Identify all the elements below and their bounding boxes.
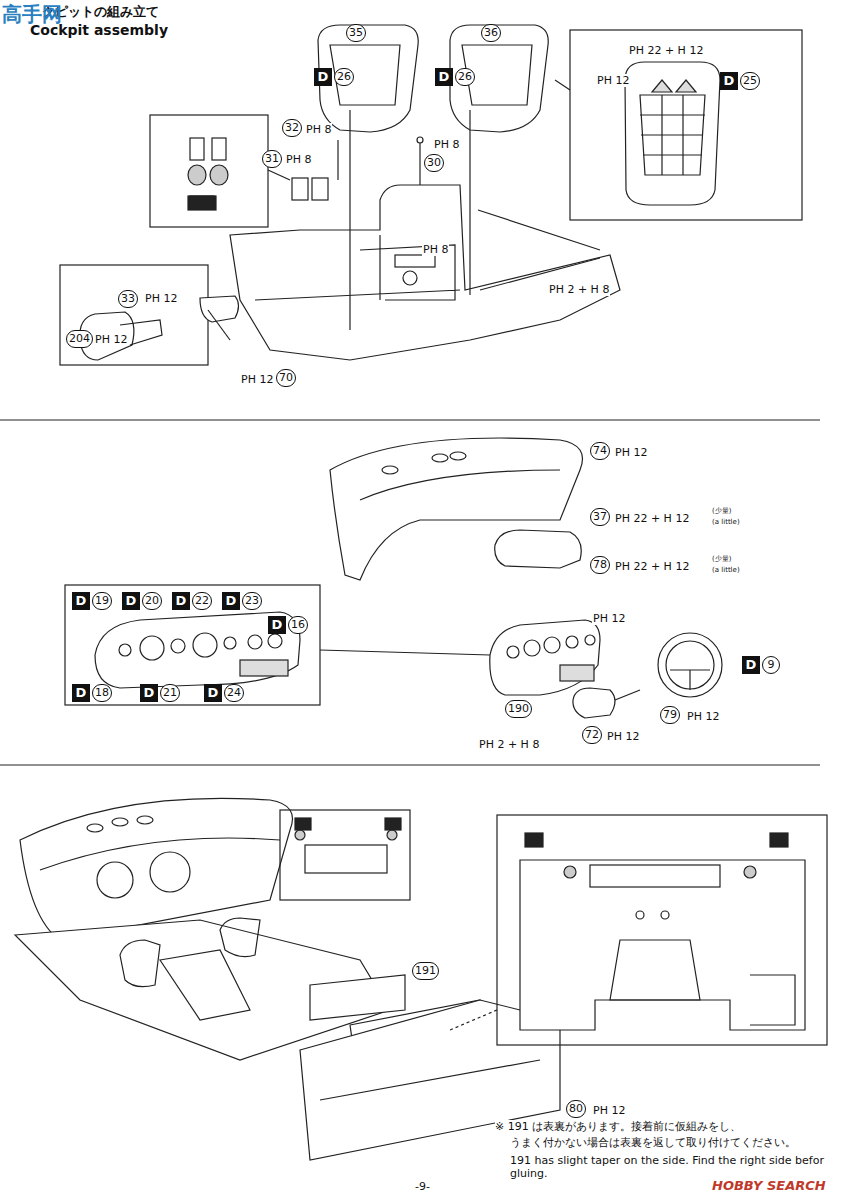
callout-number: 36 — [481, 24, 501, 42]
decal-mark: D — [720, 72, 738, 90]
callout-number: 24 — [224, 684, 244, 702]
paint-code: PH 12 — [240, 373, 274, 386]
paint-code: PH 2 + H 8 — [548, 283, 610, 296]
decal-mark: D — [140, 684, 158, 702]
callout-number: 21 — [160, 684, 180, 702]
note-text: ※ 191 は表裏があります。接着前に仮組みをし、 — [495, 1120, 815, 1133]
paint-code: PH 22 + H 12 — [614, 512, 690, 525]
callout-number: 23 — [242, 592, 262, 610]
watermark: HOBBY SEARCH — [712, 1178, 826, 1194]
paint-code: PH 2 + H 8 — [478, 738, 540, 751]
callout-number: 32 — [282, 119, 302, 137]
paint-code: PH 8 — [433, 138, 460, 151]
section-title: Cockpit assembly — [30, 22, 168, 39]
decal-mark: D — [204, 684, 222, 702]
decal-mark: D — [742, 656, 760, 674]
decal-mark: D — [268, 616, 286, 634]
decal-mark: D — [314, 68, 332, 86]
callout-number: 22 — [192, 592, 212, 610]
callout-number: 72 — [582, 726, 602, 744]
paint-code: PH 8 — [305, 123, 332, 136]
decal-mark: D — [72, 684, 90, 702]
callout-number: 70 — [276, 369, 296, 387]
callout-number: 80 — [566, 1100, 586, 1118]
note-text: うまく付かない場合は表裏を返して取り付けてください。 — [510, 1136, 830, 1149]
decal-mark: D — [435, 68, 453, 86]
callout-number: 33 — [118, 290, 138, 308]
paint-code: PH 12 — [592, 1104, 626, 1117]
paint-code: PH 8 — [285, 153, 312, 166]
callout-number: 190 — [505, 700, 532, 718]
callout-number: 20 — [142, 592, 162, 610]
paint-code: PH 22 + H 12 — [628, 44, 704, 57]
paint-note: (a little) — [712, 518, 740, 526]
paint-code: PH 22 + H 12 — [614, 560, 690, 573]
decal-mark: D — [172, 592, 190, 610]
callout-number: 26 — [334, 68, 354, 86]
callout-number: 9 — [762, 656, 780, 674]
callout-number: 26 — [455, 68, 475, 86]
paint-code: PH 12 — [592, 612, 626, 625]
paint-code: PH 12 — [144, 292, 178, 305]
callout-number: 30 — [424, 154, 444, 172]
decal-mark: D — [122, 592, 140, 610]
paint-code: PH 12 — [606, 730, 640, 743]
callout-number: 191 — [412, 962, 439, 980]
callout-number: 16 — [288, 616, 308, 634]
decal-mark: D — [222, 592, 240, 610]
paint-code: PH 8 — [422, 243, 449, 256]
paint-note: (少量) — [712, 555, 731, 563]
callout-number: 19 — [92, 592, 112, 610]
callout-number: 37 — [590, 508, 610, 526]
paint-note: (少量) — [712, 507, 731, 515]
callout-number: 35 — [346, 24, 366, 42]
callout-number: 204 — [66, 330, 93, 348]
paint-code: PH 12 — [614, 446, 648, 459]
callout-number: 74 — [590, 442, 610, 460]
paint-code: PH 12 — [94, 333, 128, 346]
paint-note: (a little) — [712, 566, 740, 574]
decal-mark: D — [72, 592, 90, 610]
note-text: 191 has slight taper on the side. Find t… — [510, 1154, 830, 1180]
callout-number: 79 — [660, 706, 680, 724]
callout-number: 78 — [590, 556, 610, 574]
callout-number: 25 — [740, 72, 760, 90]
paint-code: PH 12 — [686, 710, 720, 723]
paint-code: PH 12 — [596, 74, 630, 87]
callout-number: 31 — [262, 150, 282, 168]
callout-number: 18 — [92, 684, 112, 702]
page-number: -9- — [415, 1180, 430, 1193]
